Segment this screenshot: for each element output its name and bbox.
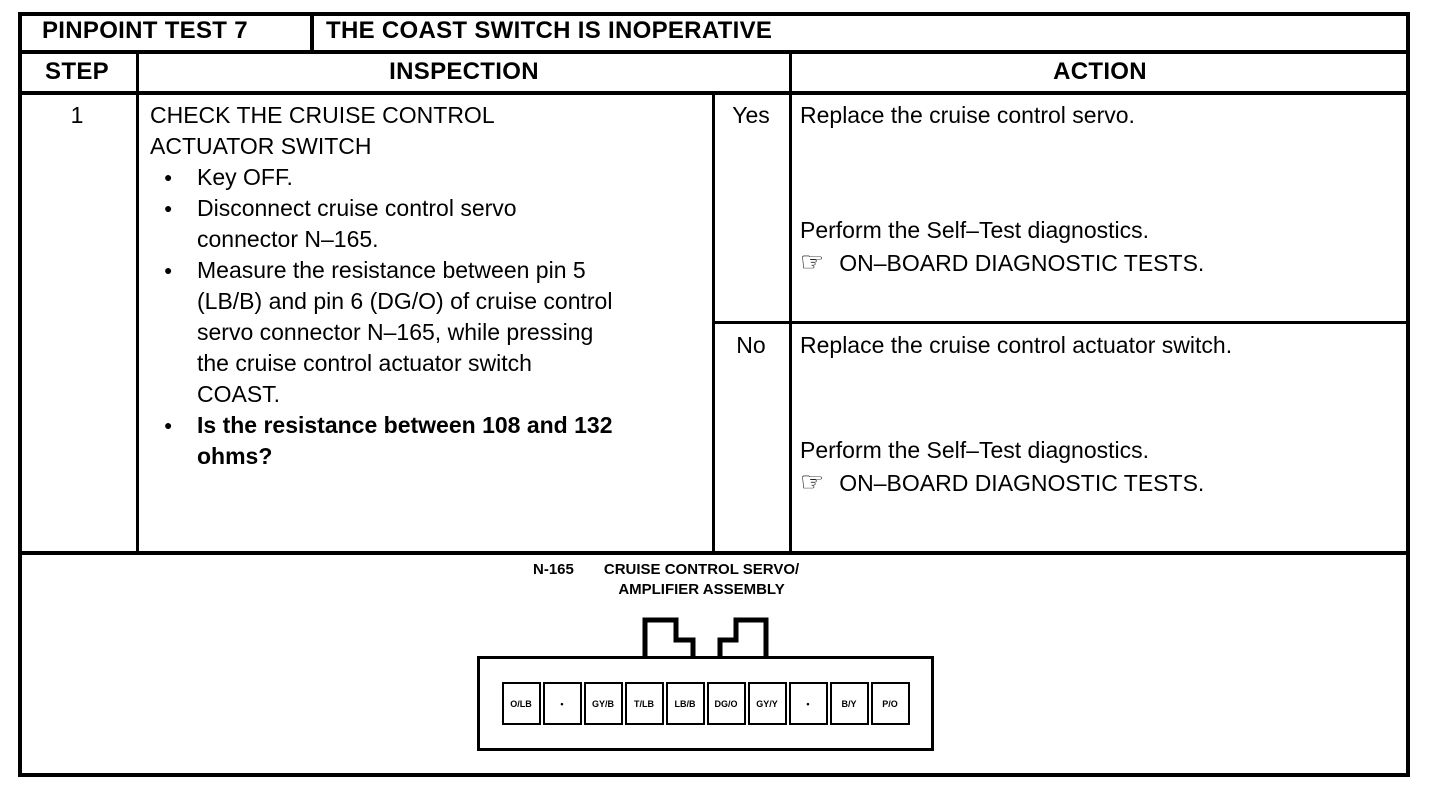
- divider-step-inspection: [136, 50, 139, 555]
- connector-pin: P/O: [870, 682, 910, 725]
- divider-inspection-answer: [712, 91, 715, 555]
- inspection-bullet-text: Key OFF.: [197, 164, 293, 190]
- action-yes-primary: Replace the cruise control servo.: [800, 102, 1135, 128]
- connector-pin-label: T/LB: [634, 698, 654, 709]
- inspection-bullet-item: ● Measure the resistance between pin 5 (…: [150, 255, 620, 410]
- connector-pin-label: B/Y: [841, 698, 857, 709]
- inspection-bullet-item: ● Key OFF.: [150, 162, 620, 193]
- action-yes-followup: Perform the Self–Test diagnostics.: [800, 217, 1149, 243]
- connector-pin-label: •: [806, 698, 810, 709]
- bullet-icon: ●: [164, 262, 173, 278]
- connector-pin: T/LB: [624, 682, 664, 725]
- action-no-reference-text: ON–BOARD DIAGNOSTIC TESTS.: [839, 470, 1205, 496]
- connector-pin-label: GY/B: [591, 698, 614, 709]
- action-no-primary: Replace the cruise control actuator swit…: [800, 332, 1233, 358]
- bullet-icon: ●: [164, 169, 173, 185]
- connector-pin-label: GY/Y: [756, 698, 778, 709]
- column-header-step: STEP: [45, 58, 109, 85]
- connector-pin-label: •: [560, 698, 564, 709]
- connector-pin-label: DG/O: [714, 698, 738, 709]
- connector-pin-row: O/LB • GY/B T/LB LB/B DG/O GY/Y: [501, 682, 910, 725]
- connector-pin-label: P/O: [882, 698, 898, 709]
- connector-label: N-165 CRUISE CONTROL SERVO/ AMPLIFIER AS…: [533, 560, 799, 600]
- rule-under-title-row: [18, 50, 1410, 54]
- pinpoint-test-title: THE COAST SWITCH IS INOPERATIVE: [326, 17, 773, 44]
- connector-pin: •: [788, 682, 828, 725]
- connector-pin: B/Y: [829, 682, 869, 725]
- connector-body: O/LB • GY/B T/LB LB/B DG/O GY/Y: [477, 656, 934, 751]
- connector-name: CRUISE CONTROL SERVO/ AMPLIFIER ASSEMBLY: [604, 560, 799, 600]
- connector-pin-label: O/LB: [510, 698, 532, 709]
- connector-pin: GY/B: [583, 682, 623, 725]
- pinpoint-test-label: PINPOINT TEST 7: [42, 17, 248, 44]
- step-number: 1: [70, 102, 84, 128]
- connector-name-line2: AMPLIFIER ASSEMBLY: [618, 581, 785, 598]
- inspection-bullet-item: ● Disconnect cruise control servo connec…: [150, 193, 620, 255]
- action-no-followup: Perform the Self–Test diagnostics.: [800, 437, 1149, 463]
- answer-yes: Yes: [732, 102, 770, 128]
- connector-pin: GY/Y: [747, 682, 787, 725]
- inspection-heading: CHECK THE CRUISE CONTROL ACTUATOR SWITCH: [150, 102, 494, 159]
- rule-yes-no-divider: [713, 321, 1410, 324]
- connector-id: N-165: [533, 561, 574, 578]
- action-yes-reference: ☞ ON–BOARD DIAGNOSTIC TESTS.: [800, 248, 1400, 279]
- divider-answer-action: [789, 50, 792, 555]
- inspection-bullet-text: Is the resistance between 108 and 132 oh…: [197, 412, 613, 469]
- action-no-reference: ☞ ON–BOARD DIAGNOSTIC TESTS.: [800, 468, 1400, 499]
- connector-pin-label: LB/B: [674, 698, 696, 709]
- inspection-cell: CHECK THE CRUISE CONTROL ACTUATOR SWITCH…: [150, 100, 695, 472]
- action-yes-reference-text: ON–BOARD DIAGNOSTIC TESTS.: [839, 250, 1205, 276]
- inspection-bullet-text: Measure the resistance between pin 5 (LB…: [197, 257, 613, 407]
- inspection-bullets: ● Key OFF. ● Disconnect cruise control s…: [150, 162, 620, 472]
- inspection-bullet-item: ● Is the resistance between 108 and 132 …: [150, 410, 620, 472]
- pointing-hand-icon: ☞: [800, 247, 825, 277]
- connector-pin: •: [542, 682, 582, 725]
- inspection-bullet-text: Disconnect cruise control servo connecto…: [197, 195, 517, 252]
- bullet-icon: ●: [164, 417, 173, 433]
- pointing-hand-icon: ☞: [800, 467, 825, 497]
- column-header-inspection: INSPECTION: [389, 58, 539, 85]
- connector-name-line1: CRUISE CONTROL SERVO/: [603, 561, 800, 578]
- bullet-icon: ●: [164, 200, 173, 216]
- answer-no: No: [736, 332, 766, 358]
- column-header-action: ACTION: [1053, 58, 1147, 85]
- divider-title-cells: [310, 12, 314, 54]
- connector-pin: DG/O: [706, 682, 746, 725]
- connector-keying-tabs: [642, 617, 769, 659]
- connector-pin: O/LB: [501, 682, 541, 725]
- connector-pin: LB/B: [665, 682, 705, 725]
